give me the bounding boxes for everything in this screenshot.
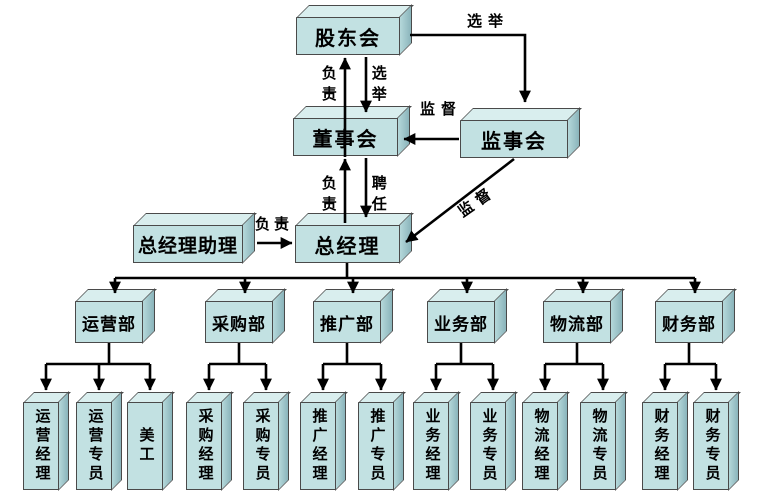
node-finance-dept-label: 财务部 (662, 314, 716, 334)
node-logistics-manager: 物流经理 (522, 402, 558, 490)
line-gm-distribution (115, 263, 695, 280)
node-gm-assistant-label: 总经理助理 (137, 235, 238, 257)
node-logistics-dept: 物流部 (543, 301, 611, 343)
node-promotion-dept: 推广部 (313, 301, 381, 343)
node-promotion-dept-label: 推广部 (320, 314, 374, 334)
node-promotion-specialist-label: 推广专员 (368, 408, 385, 484)
node-procurement-dept: 采购部 (205, 301, 273, 343)
line-promotion-split (323, 343, 381, 366)
node-operations-dept: 运营部 (75, 301, 143, 343)
node-procurement-manager-label: 采购经理 (196, 408, 213, 484)
edge-label-responsible-1: 负责 (319, 65, 336, 107)
node-gm-assistant: 总经理助理 (133, 225, 243, 263)
node-art-designer: 美工 (127, 402, 163, 490)
node-finance-specialist-label: 财务专员 (703, 408, 720, 484)
node-operations-manager: 运营经理 (23, 402, 59, 490)
node-procurement-specialist-label: 采购专员 (253, 408, 270, 484)
node-procurement-manager: 采购经理 (186, 402, 222, 490)
line-logistics-split (545, 343, 603, 366)
line-procurement-split (209, 343, 266, 366)
node-art-designer-label: 美工 (137, 427, 154, 465)
node-board: 董事会 (293, 118, 398, 156)
node-promotion-manager-label: 推广经理 (310, 408, 327, 484)
node-finance-specialist: 财务专员 (693, 402, 729, 490)
line-operations-split (46, 343, 150, 366)
node-logistics-manager-label: 物流经理 (532, 408, 549, 484)
node-finance-dept: 财务部 (655, 301, 723, 343)
edge-label-appoint: 聘任 (369, 175, 386, 217)
edge-label-supervise-gm: 监督 (455, 183, 500, 221)
node-business-dept: 业务部 (427, 301, 495, 343)
node-procurement-dept-label: 采购部 (212, 314, 266, 334)
node-shareholders-label: 股东会 (315, 27, 381, 50)
node-promotion-specialist: 推广专员 (358, 402, 394, 490)
node-finance-manager-label: 财务经理 (652, 408, 669, 484)
node-business-dept-label: 业务部 (434, 314, 488, 334)
node-promotion-manager: 推广经理 (300, 402, 336, 490)
edge-label-supervise-board: 监督 (419, 102, 462, 118)
arrow-supervisory-to-gm (405, 157, 515, 244)
node-business-manager-label: 业务经理 (423, 408, 440, 484)
node-business-manager: 业务经理 (413, 402, 449, 490)
node-shareholders: 股东会 (296, 17, 400, 55)
node-logistics-specialist-label: 物流专员 (590, 408, 607, 484)
edge-label-elect-board: 选举 (369, 65, 386, 107)
edge-label-responsible-2: 负责 (319, 175, 336, 217)
line-finance-split (665, 343, 716, 366)
edge-label-assistant-responsible: 负责 (254, 217, 293, 233)
edge-label-elect-supervisory: 选举 (466, 14, 509, 30)
line-business-split (436, 343, 493, 366)
node-general-manager-label: 总经理 (314, 235, 381, 258)
node-supervisory: 监事会 (460, 120, 568, 158)
arrow-shareholders-to-supervisory (410, 33, 531, 103)
node-business-specialist-label: 业务专员 (480, 408, 497, 484)
node-business-specialist: 业务专员 (470, 402, 506, 490)
node-logistics-specialist: 物流专员 (580, 402, 616, 490)
node-general-manager: 总经理 (295, 225, 400, 263)
node-supervisory-label: 监事会 (481, 130, 547, 153)
node-operations-specialist: 运营专员 (76, 402, 112, 490)
node-procurement-specialist: 采购专员 (243, 402, 279, 490)
node-logistics-dept-label: 物流部 (550, 314, 604, 334)
node-operations-dept-label: 运营部 (82, 314, 136, 334)
node-board-label: 董事会 (312, 128, 379, 151)
node-operations-manager-label: 运营经理 (33, 408, 50, 484)
node-operations-specialist-label: 运营专员 (86, 408, 103, 484)
node-finance-manager: 财务经理 (642, 402, 678, 490)
